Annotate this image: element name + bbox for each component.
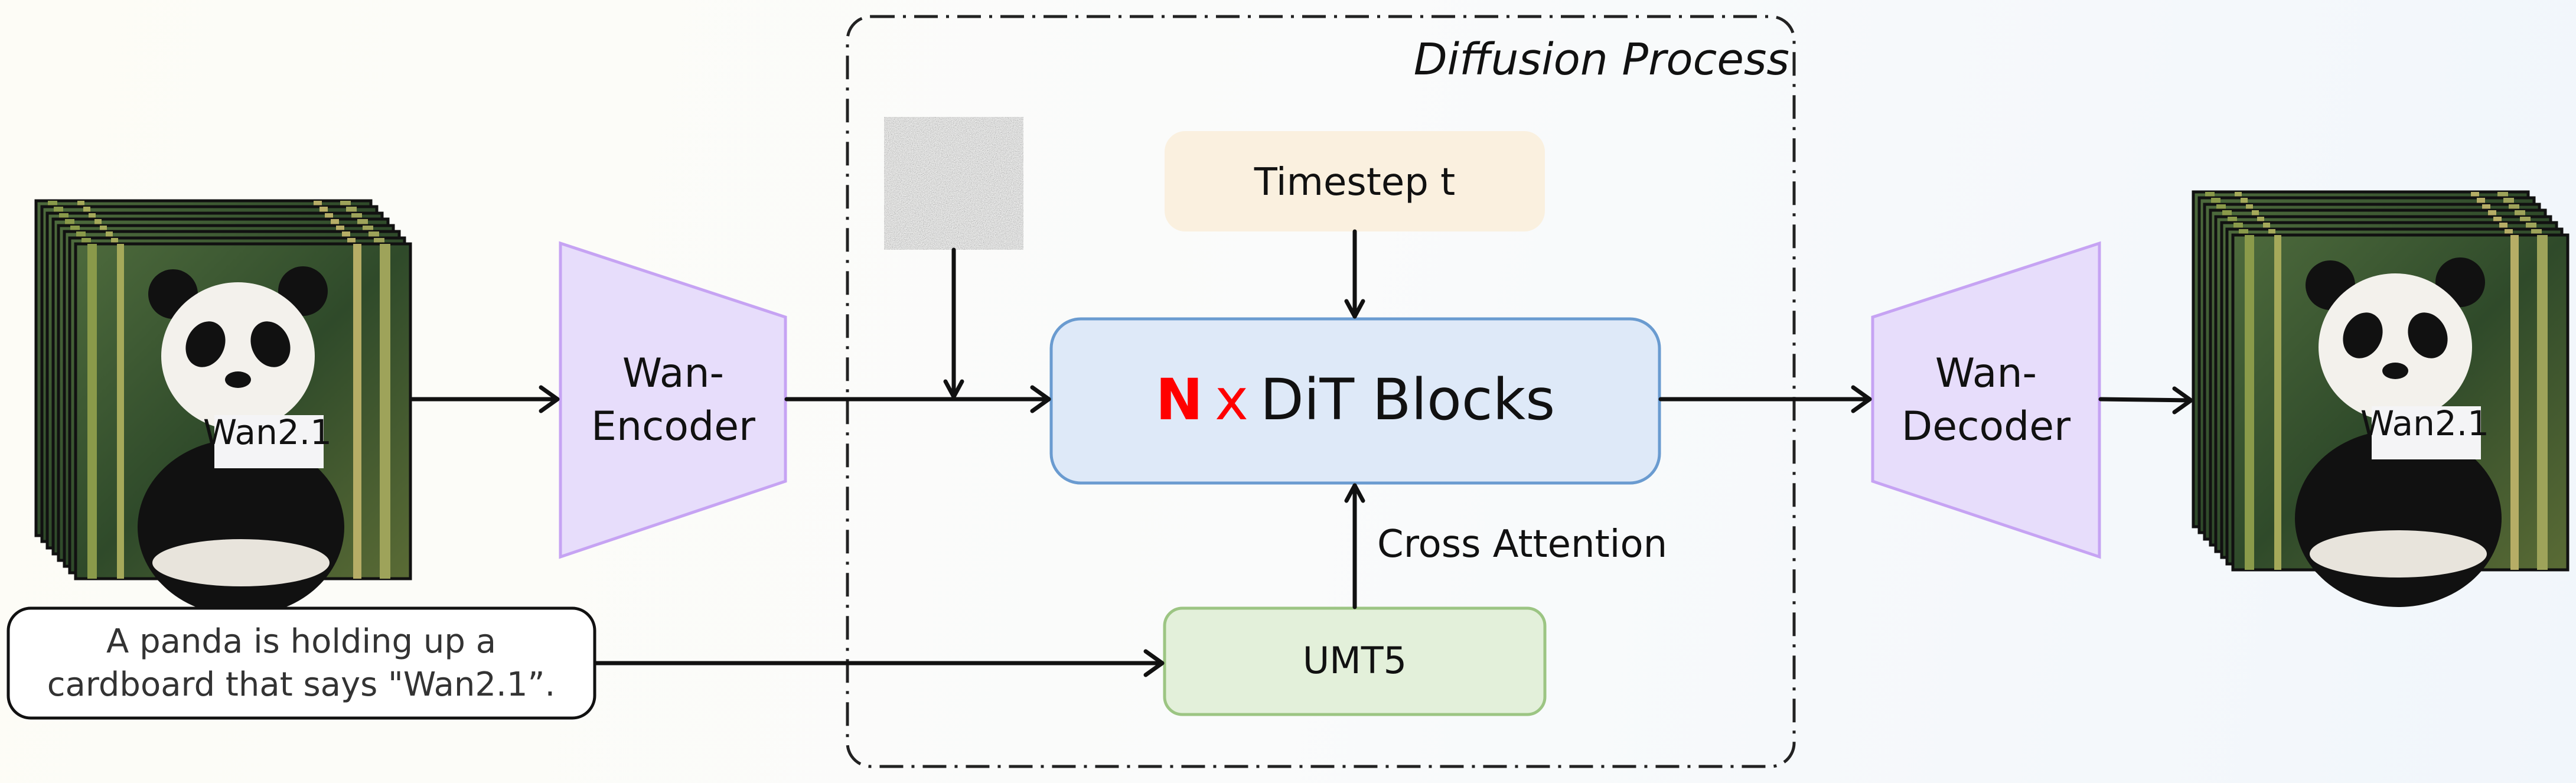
prompt-line-1: A panda is holding up a (106, 622, 496, 661)
output-sign-text: Wan2.1 (2360, 403, 2489, 443)
arrow-dit-to-decoder (1658, 385, 1872, 413)
encoder-label-1: Wan- (622, 350, 724, 397)
arrow-encoder-to-dit (784, 385, 1051, 413)
noise-latent (884, 117, 1023, 250)
dit-count: N (1156, 367, 1203, 433)
arrow-decoder-to-video (2098, 386, 2193, 415)
wan-decoder-block (1871, 241, 2101, 559)
timestep-label: Timestep t (1254, 161, 1456, 204)
dit-times: x (1215, 367, 1248, 433)
arrow-timestep-to-dit (1344, 229, 1365, 319)
arrow-prompt-to-umt5 (594, 649, 1165, 677)
input-video-frames: Wan2.1 (36, 201, 410, 616)
prompt-line-2: cardboard that says "Wan2.1”. (47, 665, 556, 704)
diffusion-process-title: Diffusion Process (1414, 34, 1789, 85)
dit-blocks (1049, 317, 1661, 485)
diffusion-process-container (846, 15, 1796, 768)
umt5-label: UMT5 (1303, 639, 1407, 682)
arrow-umt5-to-dit (1344, 483, 1365, 609)
timestep-box (1165, 131, 1545, 231)
output-video-frames: Wan2.1 (2193, 192, 2568, 607)
encoder-label-2: Encoder (591, 403, 755, 450)
arrow-noise-to-latent (943, 247, 964, 399)
dit-name: DiT Blocks (1260, 367, 1555, 433)
decoder-label-2: Decoder (1902, 403, 2070, 450)
wan-encoder-block (559, 241, 787, 559)
arrow-video-to-encoder (409, 385, 560, 413)
decoder-label-1: Wan- (1935, 350, 2037, 397)
cross-attention-label: Cross Attention (1377, 523, 1667, 566)
input-sign-text: Wan2.1 (203, 412, 332, 452)
